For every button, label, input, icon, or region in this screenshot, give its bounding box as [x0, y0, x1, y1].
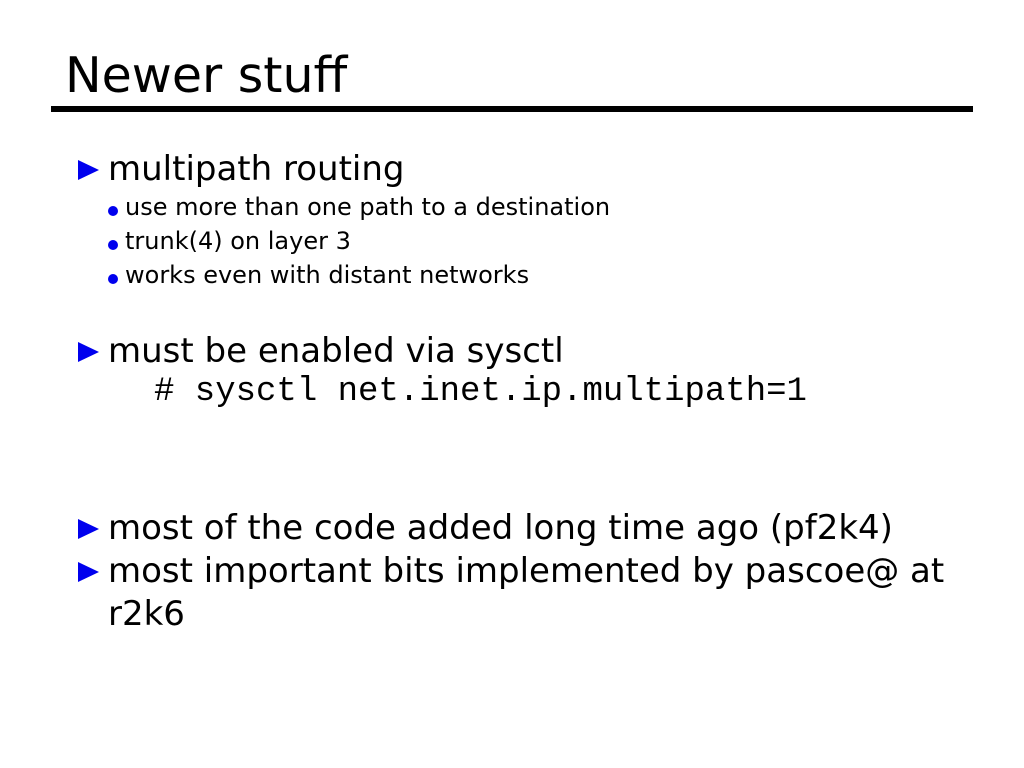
bullet-label: must be enabled via sysctl	[108, 331, 564, 371]
bullet-item: must be enabled via sysctl	[78, 330, 978, 373]
title-underline	[51, 106, 973, 112]
triangle-bullet-icon	[78, 519, 99, 539]
bullet-item: multipath routing	[78, 148, 978, 191]
dot-bullet-icon	[108, 274, 118, 284]
triangle-bullet-icon	[78, 160, 99, 180]
bullet-label: most of the code added long time ago (pf…	[108, 508, 893, 548]
slide-title: Newer stuff	[65, 47, 348, 104]
sub-bullet-label: use more than one path to a destination	[125, 193, 611, 221]
sub-bullet-item: trunk(4) on layer 3	[78, 224, 610, 258]
sub-bullet-item: works even with distant networks	[78, 258, 610, 292]
sub-bullet-list: use more than one path to a destination …	[78, 190, 610, 292]
bullet-label: most important bits implemented by pasco…	[108, 551, 945, 634]
bullet-item: most important bits implemented by pasco…	[78, 550, 988, 636]
sub-bullet-label: works even with distant networks	[125, 261, 530, 289]
bullet-item: most of the code added long time ago (pf…	[78, 507, 988, 550]
dot-bullet-icon	[108, 206, 118, 216]
triangle-bullet-icon	[78, 342, 99, 362]
sub-bullet-label: trunk(4) on layer 3	[125, 227, 351, 255]
bullet-label: multipath routing	[108, 149, 405, 189]
triangle-bullet-icon	[78, 562, 99, 582]
sysctl-command-code: # sysctl net.inet.ip.multipath=1	[154, 373, 807, 411]
dot-bullet-icon	[108, 240, 118, 250]
sub-bullet-item: use more than one path to a destination	[78, 190, 610, 224]
